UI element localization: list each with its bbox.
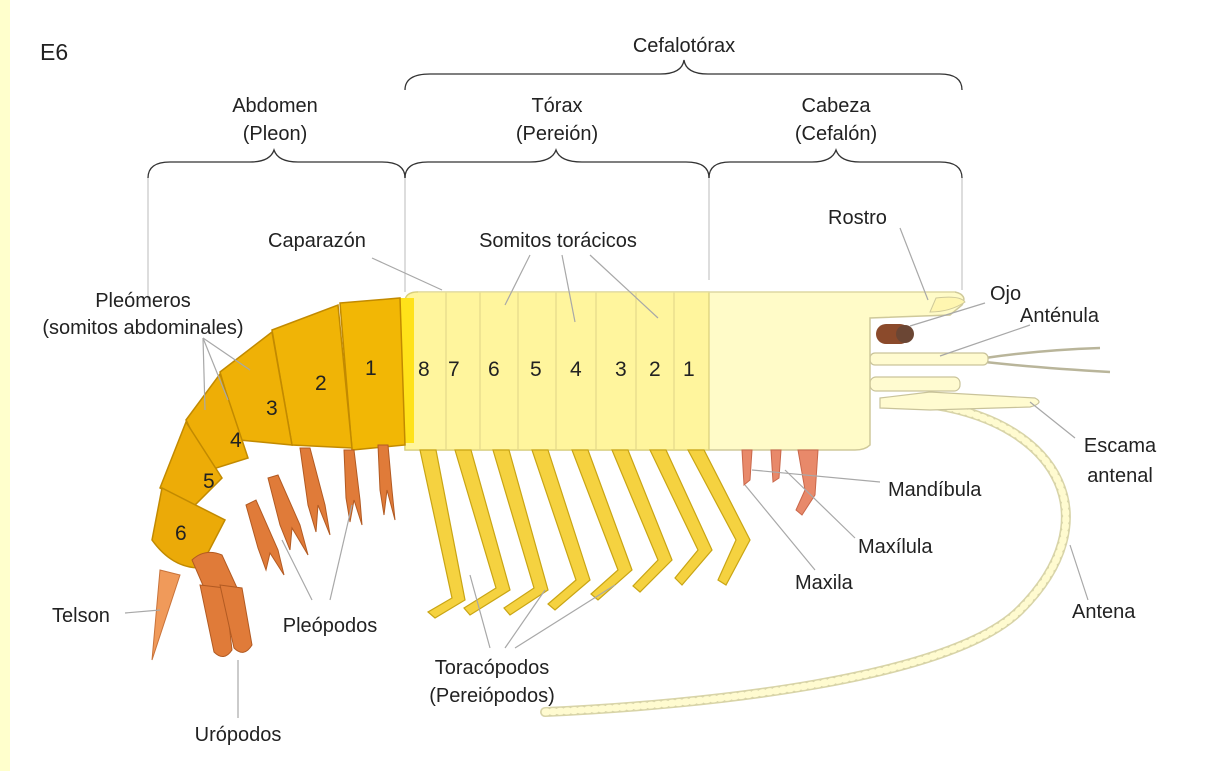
abdominal-number: 6 (175, 522, 187, 545)
label-carapace: Caparazón (268, 230, 366, 252)
bracket-head (709, 150, 962, 178)
thoracic-number: 5 (530, 358, 542, 381)
label-cephalon: (Cefalón) (795, 123, 877, 145)
rostrum (930, 297, 965, 312)
thoracic-number: 8 (418, 358, 430, 381)
abdominal-number: 3 (266, 397, 278, 420)
thoracic-number: 3 (615, 358, 627, 381)
label-antennule: Anténula (1020, 305, 1100, 327)
label-antennal-scale: Escama (1084, 435, 1157, 457)
label-maxilla: Maxila (795, 572, 854, 594)
label-pleon: (Pleon) (243, 123, 307, 145)
antennule-flagella (985, 348, 1110, 372)
antenna-base (870, 377, 960, 391)
bracket-abdomen (148, 150, 405, 178)
bracket-thorax (405, 150, 709, 178)
label-thoracic-somites: Somitos torácicos (479, 230, 637, 252)
pleopod (344, 450, 362, 525)
label-cephalothorax: Cefalotórax (633, 35, 735, 57)
label-head: Cabeza (802, 95, 872, 117)
antennal-scale (880, 392, 1039, 410)
abdominal-number: 1 (365, 357, 377, 380)
mandible (742, 450, 752, 485)
abdominal-number: 2 (315, 372, 327, 395)
pleopod (300, 448, 330, 535)
thoracopod (420, 450, 465, 618)
label-pereion: (Pereión) (516, 123, 598, 145)
abdominal-number: 4 (230, 429, 242, 452)
antennule-base (870, 353, 988, 365)
label-uropods: Urópodos (195, 724, 282, 746)
label-antenna: Antena (1072, 601, 1136, 623)
bracket-cephalothorax (405, 60, 962, 90)
label-pleopods: Pleópodos (283, 615, 378, 637)
label-rostrum: Rostro (828, 207, 887, 229)
label-maxillule: Maxílula (858, 536, 933, 558)
maxillule (771, 450, 781, 482)
label-eye: Ojo (990, 283, 1021, 305)
thoracic-number: 2 (649, 358, 661, 381)
label-thoracopods: Toracópodos (435, 657, 550, 679)
label-thorax: Tórax (531, 95, 582, 117)
label-mandible: Mandíbula (888, 479, 982, 501)
thoracic-number: 4 (570, 358, 582, 381)
thoracic-number: 6 (488, 358, 500, 381)
label-abdomen: Abdomen (232, 95, 318, 117)
thoracic-number: 1 (683, 358, 695, 381)
telson (152, 570, 180, 660)
thoracic-number: 7 (448, 358, 460, 381)
abdominal-number: 5 (203, 470, 215, 493)
label-antennal-scale-sub: antenal (1087, 465, 1153, 487)
uropods (192, 552, 252, 656)
label-pereiopods: (Pereiópodos) (429, 685, 555, 707)
maxilla (796, 450, 818, 515)
label-pleomeres-sub: (somitos abdominales) (42, 317, 243, 339)
label-telson: Telson (52, 605, 110, 627)
corner-tag: E6 (40, 39, 68, 65)
pleopod (378, 445, 395, 520)
pleopods (246, 445, 395, 575)
label-pleomeres: Pleómeros (95, 290, 191, 312)
thoracopods (420, 450, 750, 618)
eye (876, 324, 914, 344)
